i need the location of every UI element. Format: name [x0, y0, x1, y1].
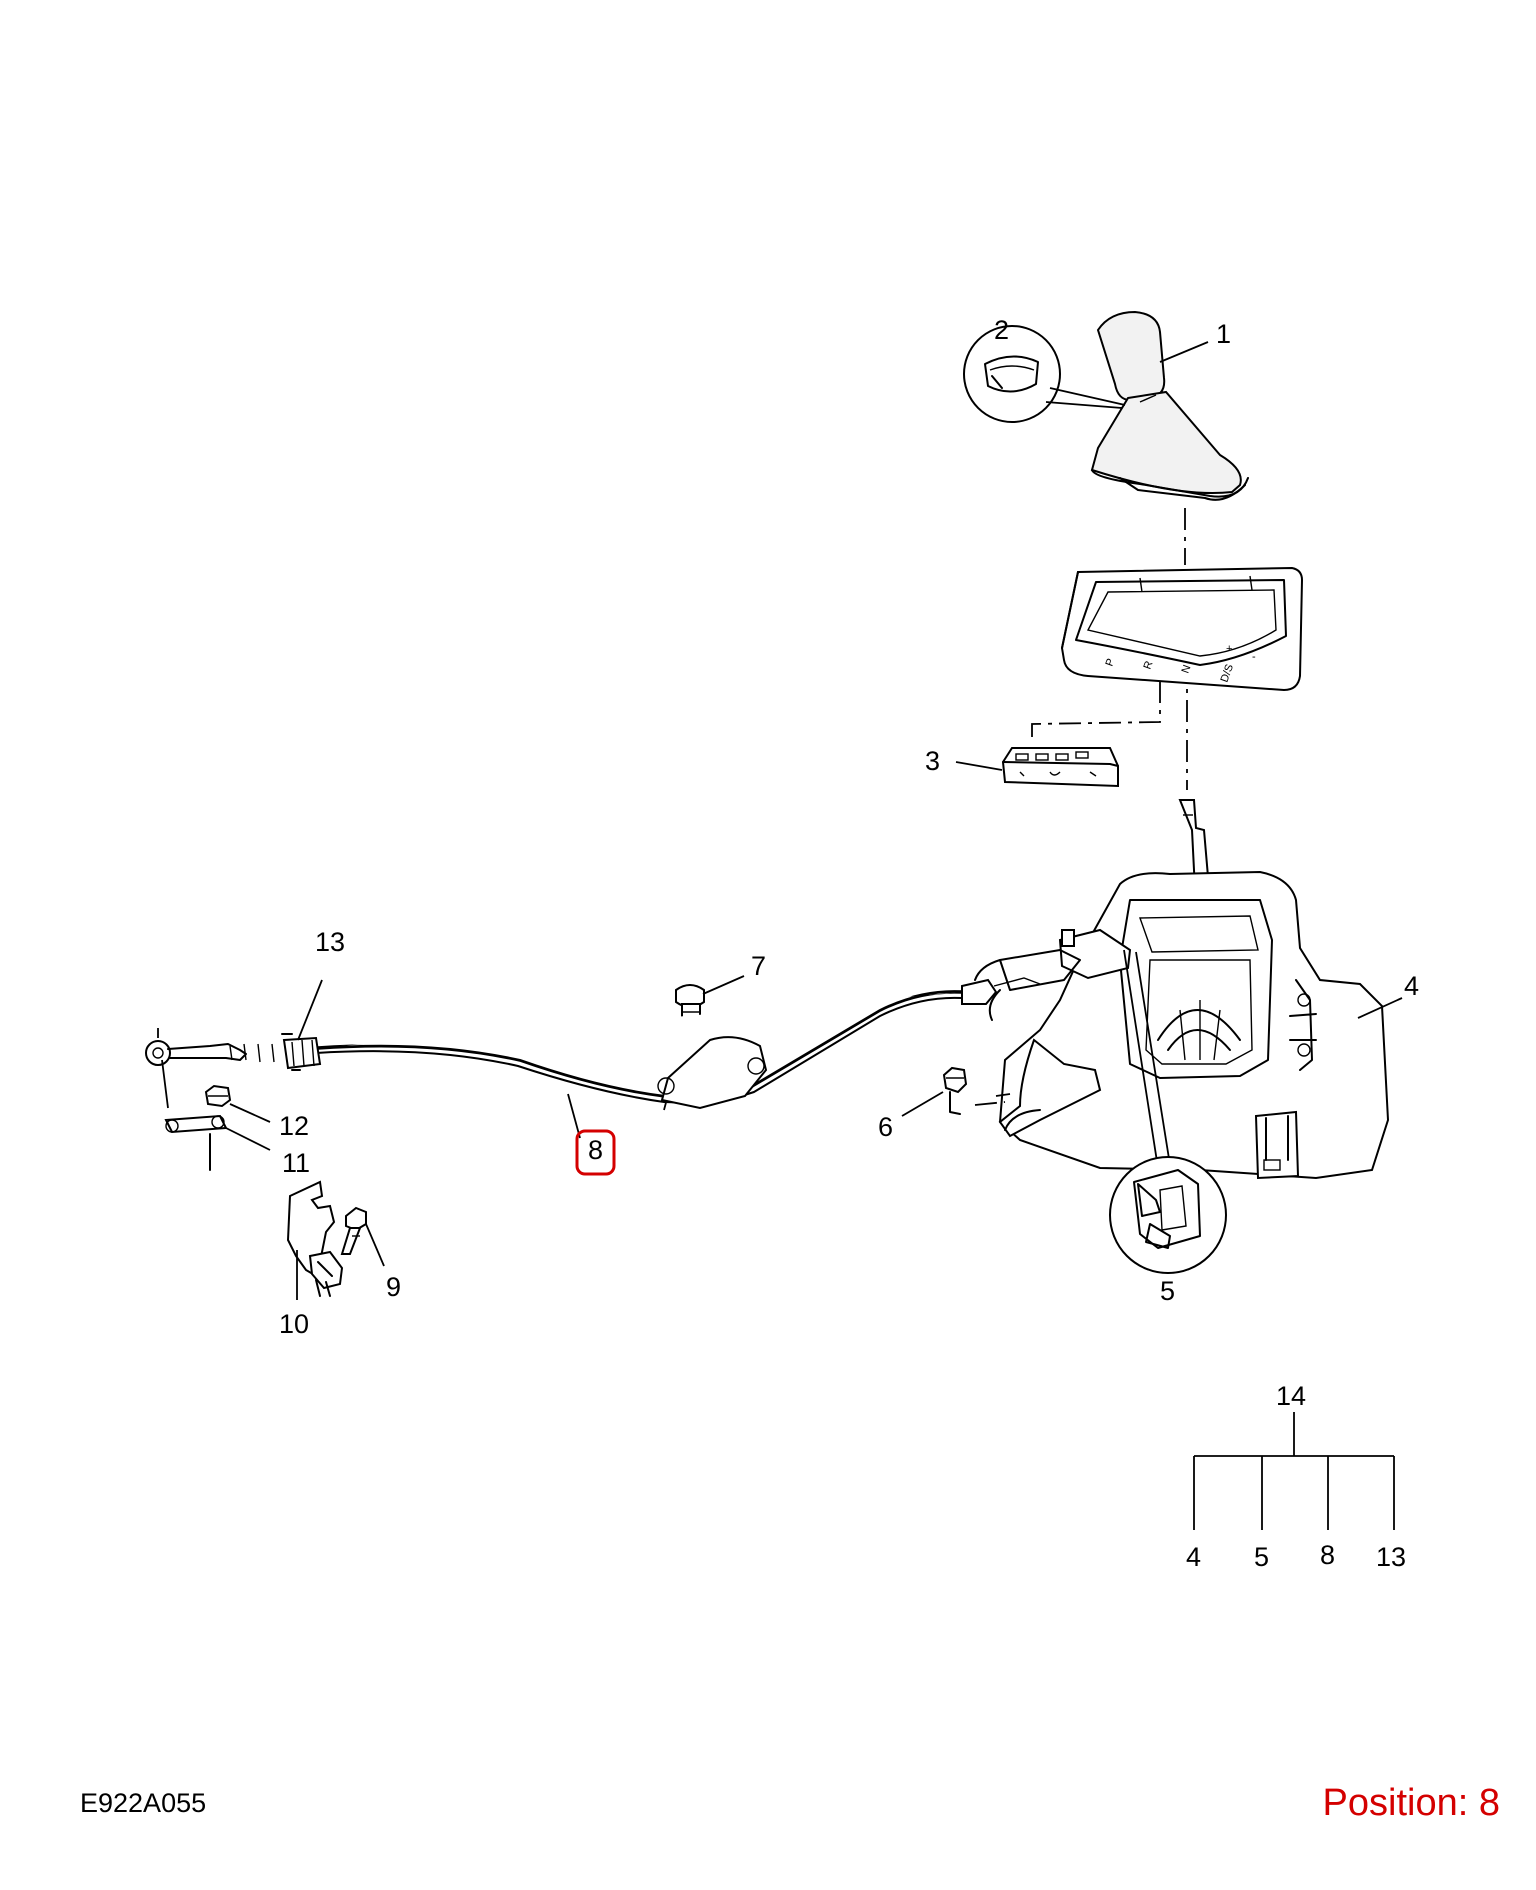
lever-part-11[interactable]	[164, 1114, 228, 1171]
kit-member-13[interactable]: 13	[1376, 1542, 1406, 1572]
indicator-switch-part-3[interactable]	[1001, 747, 1119, 788]
gear-n-label: N	[1180, 663, 1194, 675]
kit-member-8[interactable]: 8	[1320, 1540, 1335, 1570]
gear-p-label: P	[1104, 657, 1118, 668]
shift-cable-part-8[interactable]	[315, 977, 1041, 1110]
callout-9[interactable]: 9	[386, 1272, 401, 1302]
detail-5-leader	[1135, 951, 1171, 1166]
cable-end-part-13[interactable]	[145, 1033, 322, 1071]
bolt-part-12[interactable]	[204, 1084, 232, 1108]
callout-3[interactable]: 3	[925, 746, 940, 776]
callout-8-selected[interactable]: 8	[588, 1135, 603, 1165]
kit-member-5[interactable]: 5	[1254, 1542, 1269, 1572]
callout-2[interactable]: 2	[994, 315, 1009, 345]
selected-callout-highlight	[575, 1129, 616, 1176]
diagram-code: E922A055	[80, 1788, 207, 1818]
detail-5-leader	[1123, 949, 1159, 1169]
shift-indicator-bezel[interactable]: P R N D/S + -	[1060, 566, 1304, 692]
callout-4[interactable]: 4	[1404, 971, 1419, 1001]
callout-6[interactable]: 6	[878, 1112, 893, 1142]
gear-ds-label: D/S	[1219, 663, 1237, 684]
callout-13[interactable]: 13	[315, 927, 345, 957]
clip-detail-part-2[interactable]	[963, 325, 1126, 423]
callout-14[interactable]: 14	[1276, 1381, 1306, 1411]
kit-14-bracket	[1193, 1412, 1395, 1530]
shift-knob-part-1[interactable]	[1090, 310, 1249, 501]
callout-5[interactable]: 5	[1160, 1276, 1175, 1306]
callout-10[interactable]: 10	[279, 1309, 309, 1339]
gear-r-label: R	[1142, 659, 1156, 671]
position-label: Position: 8	[1322, 1782, 1500, 1824]
callout-11[interactable]: 11	[282, 1148, 310, 1178]
gear-minus-label: -	[1252, 651, 1256, 663]
bolt-part-9[interactable]	[340, 1206, 367, 1255]
kit-member-4[interactable]: 4	[1186, 1542, 1201, 1572]
callout-7[interactable]: 7	[751, 951, 766, 981]
callout-12[interactable]: 12	[279, 1111, 309, 1141]
bracket-part-10[interactable]	[286, 1180, 344, 1297]
callout-1[interactable]: 1	[1216, 319, 1231, 349]
shifter-base-part-4[interactable]	[974, 799, 1390, 1180]
retainer-clip-part-5[interactable]	[1109, 1156, 1227, 1274]
nut-part-6[interactable]	[942, 1066, 1006, 1115]
gear-plus-label: +	[1226, 643, 1232, 655]
